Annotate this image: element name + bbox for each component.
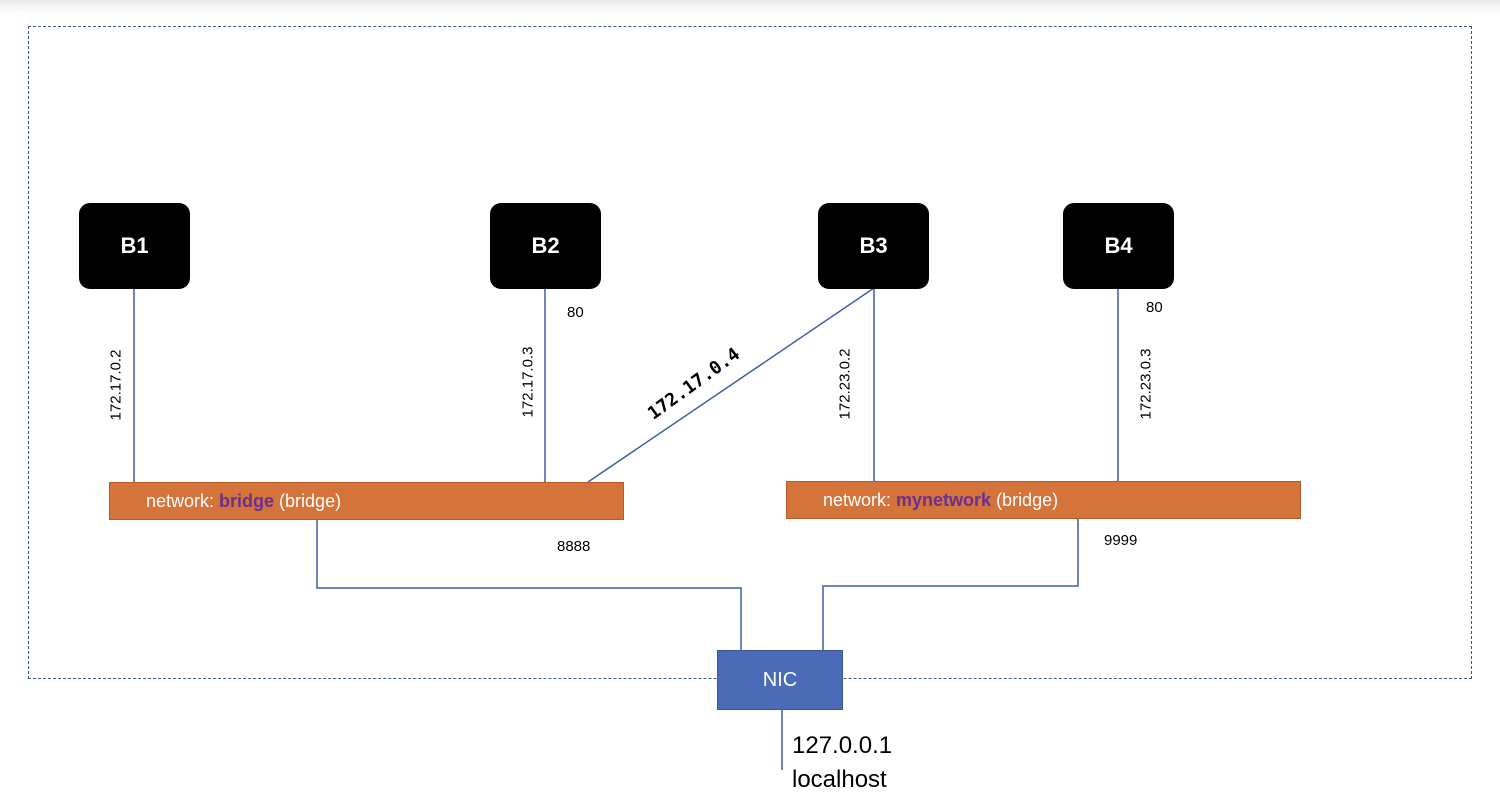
- container-b4-label: B4: [1104, 233, 1133, 258]
- network-bridge-bar: network: bridge (bridge): [109, 482, 624, 520]
- bridge-host-port-label: 8888: [557, 538, 591, 555]
- b2-ip-label: 172.17.0.3: [519, 346, 537, 418]
- network-bridge-prefix: network:: [146, 491, 220, 511]
- nic-ip-label: 127.0.0.1: [792, 732, 893, 759]
- b2-port-label: 80: [567, 304, 584, 321]
- container-b4: B4: [1063, 203, 1174, 289]
- nic-label: NIC: [762, 668, 798, 691]
- container-b3-label: B3: [859, 233, 888, 258]
- window-top-edge: [0, 0, 1500, 14]
- network-mynetwork-driver: (bridge): [991, 490, 1059, 510]
- mynetwork-host-port-label: 9999: [1104, 532, 1138, 549]
- b3-mynetwork-ip-label: 172.23.0.2: [836, 348, 854, 420]
- container-b2: B2: [490, 203, 601, 289]
- nic-hostname-label: localhost: [792, 766, 887, 793]
- network-mynetwork-bar: network: mynetwork (bridge): [786, 481, 1301, 519]
- link-mynetwork-nic: [822, 519, 1079, 650]
- network-mynetwork-prefix: network:: [823, 490, 897, 510]
- network-mynetwork-name: mynetwork: [896, 490, 992, 510]
- b4-ip-label: 172.23.0.3: [1137, 348, 1155, 420]
- container-b2-label: B2: [531, 233, 560, 258]
- network-bridge-name: bridge: [219, 491, 275, 511]
- link-b3-bridge: [587, 287, 875, 483]
- network-bridge-driver: (bridge): [274, 491, 342, 511]
- nic-box: NIC: [717, 650, 843, 710]
- link-bridge-nic: [316, 520, 742, 650]
- container-b1-label: B1: [120, 233, 149, 258]
- b4-port-label: 80: [1146, 299, 1163, 316]
- container-b1: B1: [79, 203, 190, 289]
- container-b3: B3: [818, 203, 929, 289]
- b1-ip-label: 172.17.0.2: [107, 349, 125, 421]
